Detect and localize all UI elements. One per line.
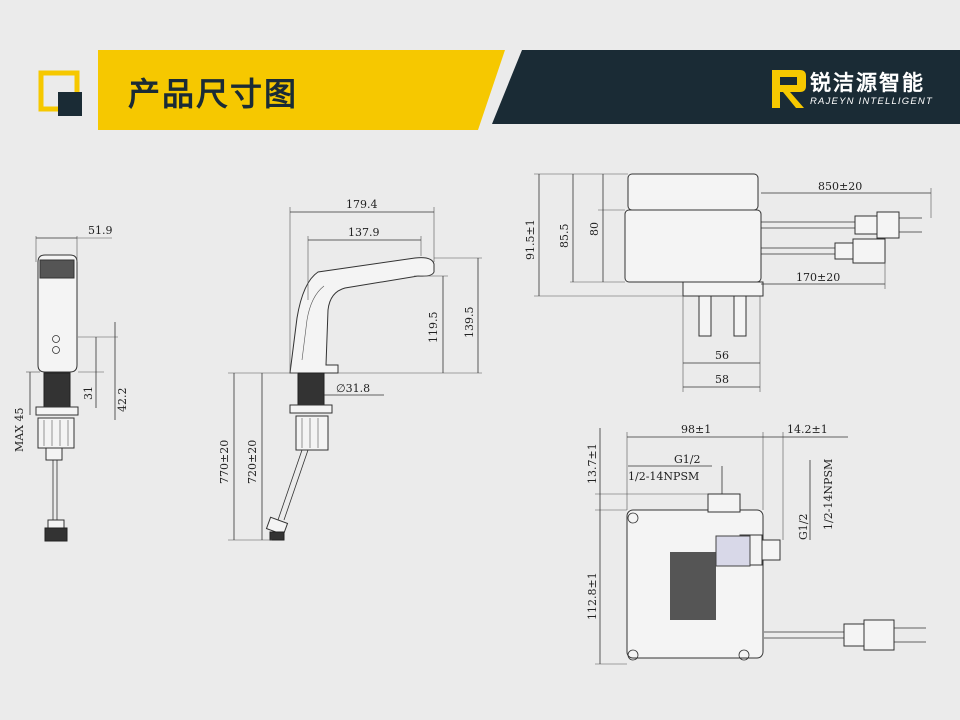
side-total-length-label: 179.4 <box>346 198 378 211</box>
valve-thread-top-a-label: G1/2 <box>674 453 701 466</box>
valve-thread-side-a-label: G1/2 <box>797 514 810 541</box>
header-graphics <box>38 50 960 130</box>
power-height-mid-label: 85.5 <box>558 224 571 249</box>
yellow-square-icon <box>38 70 82 116</box>
valve-thread-top-b-label: 1/2-14NPSM <box>628 470 699 483</box>
valve-height-label: 112.8±1 <box>586 572 599 620</box>
valve-top-offset-label: 13.7±1 <box>586 443 599 484</box>
power-height-body-label: 80 <box>588 222 601 236</box>
valve-offset-label: 14.2±1 <box>787 423 828 436</box>
faucet-front-view <box>26 236 118 542</box>
power-cable2-label: 170±20 <box>796 271 840 284</box>
front-h1-label: 31 <box>82 386 95 400</box>
valve-width-label: 98±1 <box>681 423 711 436</box>
brand-name-en: RAJEYN INTELLIGENT <box>810 96 933 107</box>
power-box-view <box>534 173 932 392</box>
side-diameter-label: ∅31.8 <box>336 382 370 395</box>
page-title: 产品尺寸图 <box>128 75 299 113</box>
side-hose2-label: 720±20 <box>246 440 259 484</box>
side-height-small-label: 119.5 <box>427 312 440 344</box>
power-cable1-label: 850±20 <box>818 180 862 193</box>
front-h2-label: 42.2 <box>116 388 129 413</box>
brand-name-cn: 锐洁源智能 <box>810 71 925 95</box>
header-banner: 产品尺寸图 锐洁源智能 RAJEYN INTELLIGENT <box>0 0 960 140</box>
side-hose1-label: 770±20 <box>218 440 231 484</box>
valve-thread-side-b-label: 1/2-14NPSM <box>822 459 835 530</box>
rajeyn-r-logo-icon <box>772 70 806 108</box>
power-height-total-label: 91.5±1 <box>524 219 537 260</box>
front-max-thickness-label: MAX 45 <box>13 407 26 452</box>
yellow-title-band <box>98 50 505 130</box>
front-width-label: 51.9 <box>88 224 113 237</box>
faucet-side-view <box>228 207 482 541</box>
side-spout-length-label: 137.9 <box>348 226 380 239</box>
side-height-large-label: 139.5 <box>463 307 476 339</box>
navy-brand-band <box>492 50 960 124</box>
valve-box-view <box>595 428 926 665</box>
power-width-outer-label: 58 <box>715 373 729 386</box>
power-width-inner-label: 56 <box>715 349 729 362</box>
